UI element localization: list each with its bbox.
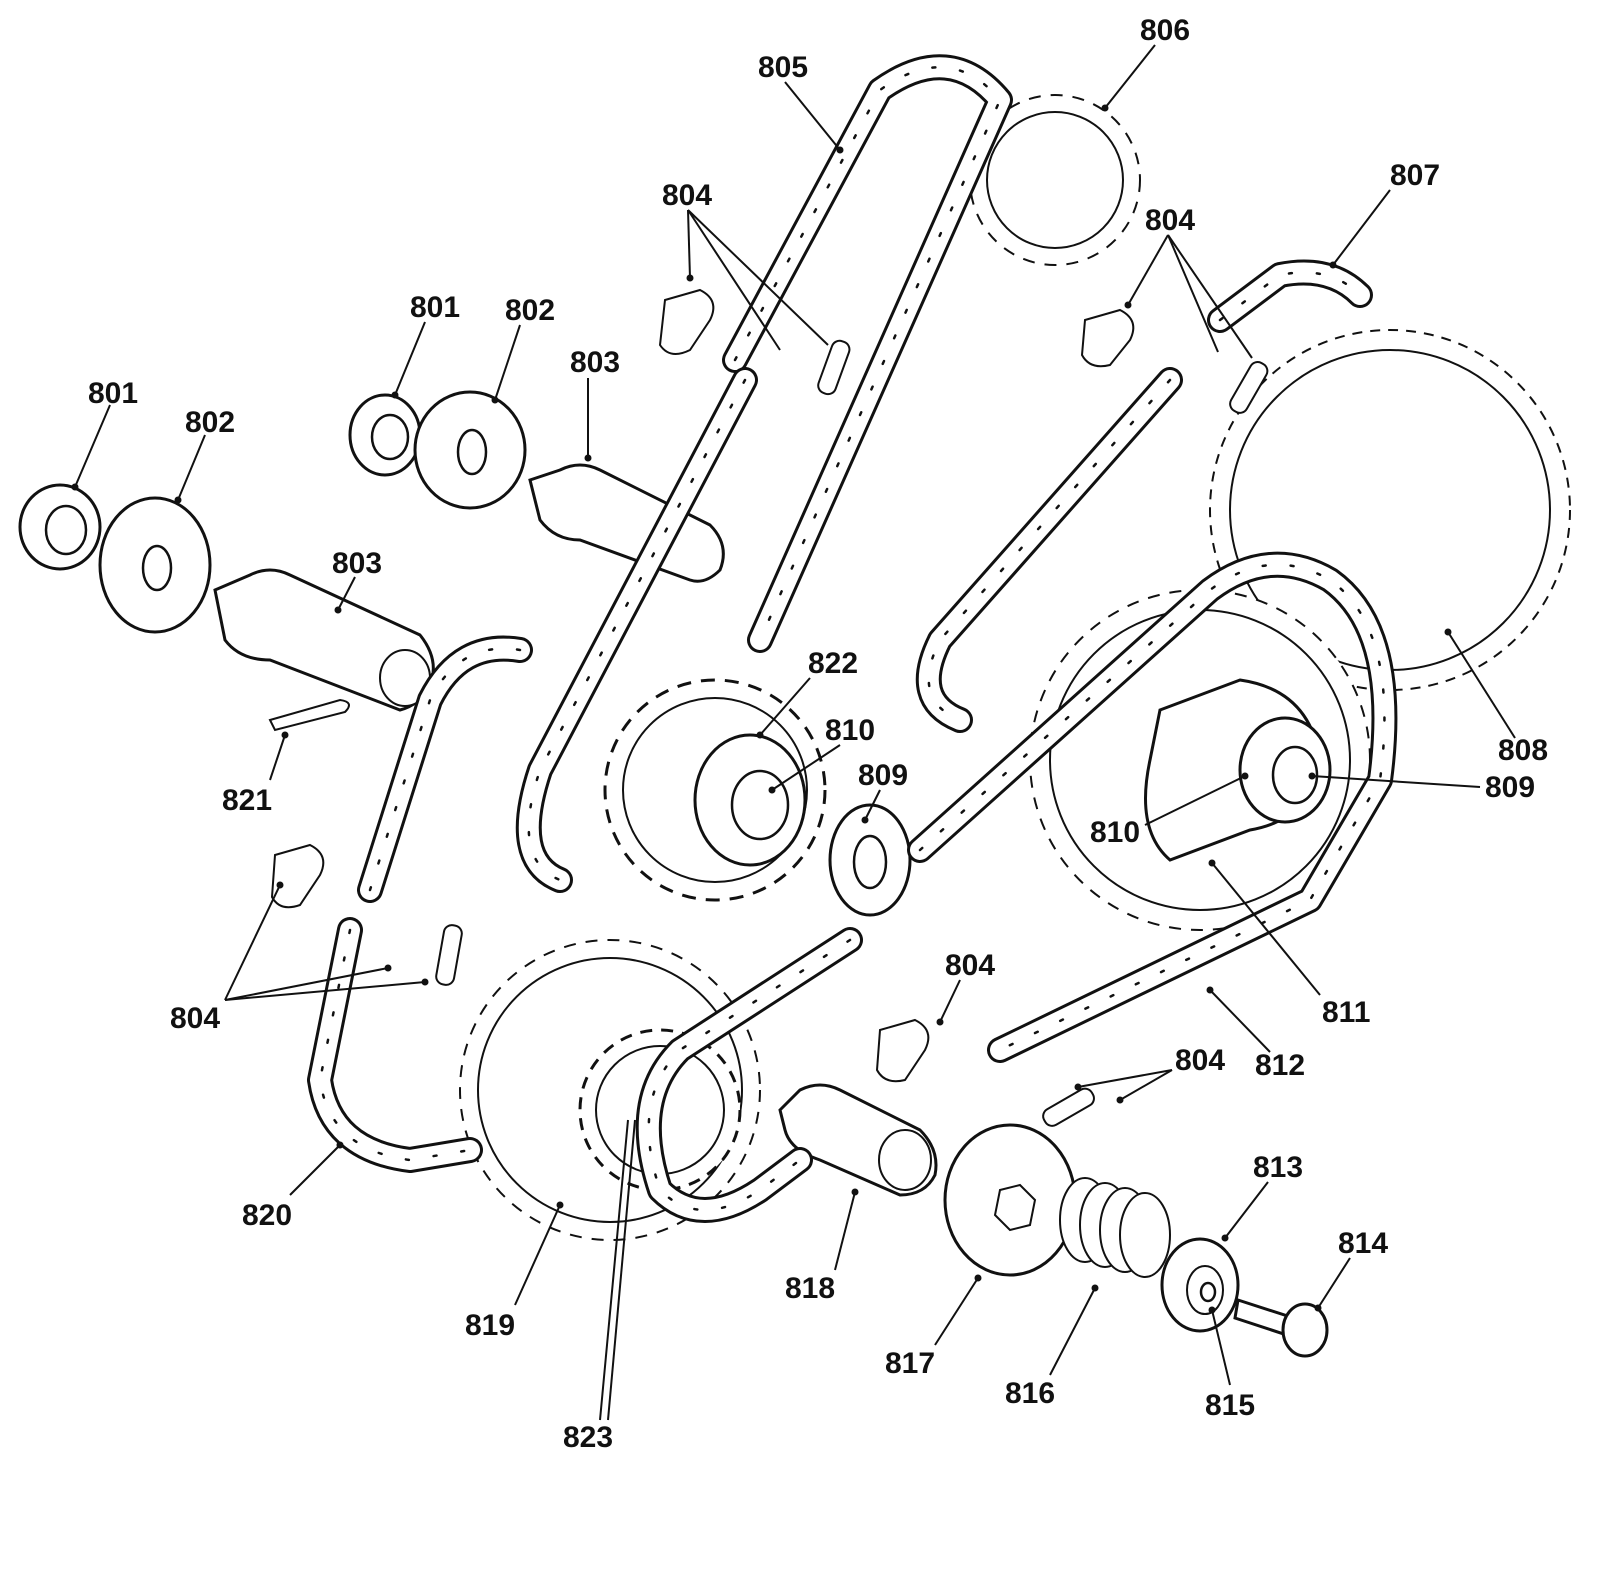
callout-822: 822 xyxy=(808,647,858,680)
chain-820 xyxy=(307,367,758,1173)
leader-lines xyxy=(71,44,1516,1421)
callout-818: 818 xyxy=(785,1272,835,1305)
washer-802-top xyxy=(413,390,527,510)
callout-810-left: 810 xyxy=(825,714,875,747)
callout-804-top-right: 804 xyxy=(1145,204,1195,237)
spring-816 xyxy=(1059,1177,1171,1278)
chain-812 xyxy=(635,551,1398,1223)
chain-807 xyxy=(915,259,1373,733)
plate-817 xyxy=(943,1123,1077,1277)
sprocket-822 xyxy=(603,678,827,902)
callout-807: 807 xyxy=(1390,159,1440,192)
callout-802-top: 802 xyxy=(505,294,555,327)
callout-815: 815 xyxy=(1205,1389,1255,1422)
callout-804-bottom-right: 804 xyxy=(1175,1044,1225,1077)
shaft-803-left xyxy=(213,568,435,712)
callout-806: 806 xyxy=(1140,14,1190,47)
callout-803-top: 803 xyxy=(570,346,620,379)
callout-823: 823 xyxy=(563,1421,613,1454)
bolt-814 xyxy=(1233,1298,1329,1358)
callout-804-middle: 804 xyxy=(945,949,995,982)
washer-809-left xyxy=(828,803,912,917)
nut-801-top xyxy=(348,393,422,477)
callout-802-left: 802 xyxy=(185,406,235,439)
washer-802-left xyxy=(98,496,212,634)
callout-811: 811 xyxy=(1322,996,1370,1029)
callout-805: 805 xyxy=(758,51,808,84)
nut-801-left xyxy=(18,483,102,571)
callout-809-right: 809 xyxy=(1485,771,1535,804)
sprocket-808 xyxy=(1209,329,1571,691)
callout-812: 812 xyxy=(1255,1049,1305,1082)
connecting-link-804 xyxy=(270,288,1269,1127)
sprocket-806 xyxy=(969,94,1141,266)
callout-820: 820 xyxy=(242,1199,292,1232)
washer-813 xyxy=(1160,1237,1240,1333)
callout-810-right: 810 xyxy=(1090,816,1140,849)
cotter-pin-821 xyxy=(268,698,350,732)
callout-801-left: 801 xyxy=(88,377,138,410)
hub-810-right xyxy=(1144,678,1332,862)
callout-801-top: 801 xyxy=(410,291,460,324)
shaft-818 xyxy=(778,1083,938,1197)
callout-804-bottom-left: 804 xyxy=(170,1002,220,1035)
callout-817: 817 xyxy=(885,1347,935,1380)
shaft-803-top xyxy=(528,463,725,583)
callout-804-top-left: 804 xyxy=(662,179,712,212)
callout-819: 819 xyxy=(465,1309,515,1342)
callout-809-left: 809 xyxy=(858,759,908,792)
chain-805 xyxy=(722,54,1013,653)
callout-816: 816 xyxy=(1005,1377,1055,1410)
callout-814: 814 xyxy=(1338,1227,1388,1260)
callout-813: 813 xyxy=(1253,1151,1303,1184)
callout-803-left: 803 xyxy=(332,547,382,580)
callout-808: 808 xyxy=(1498,734,1548,767)
callout-821: 821 xyxy=(222,784,272,817)
